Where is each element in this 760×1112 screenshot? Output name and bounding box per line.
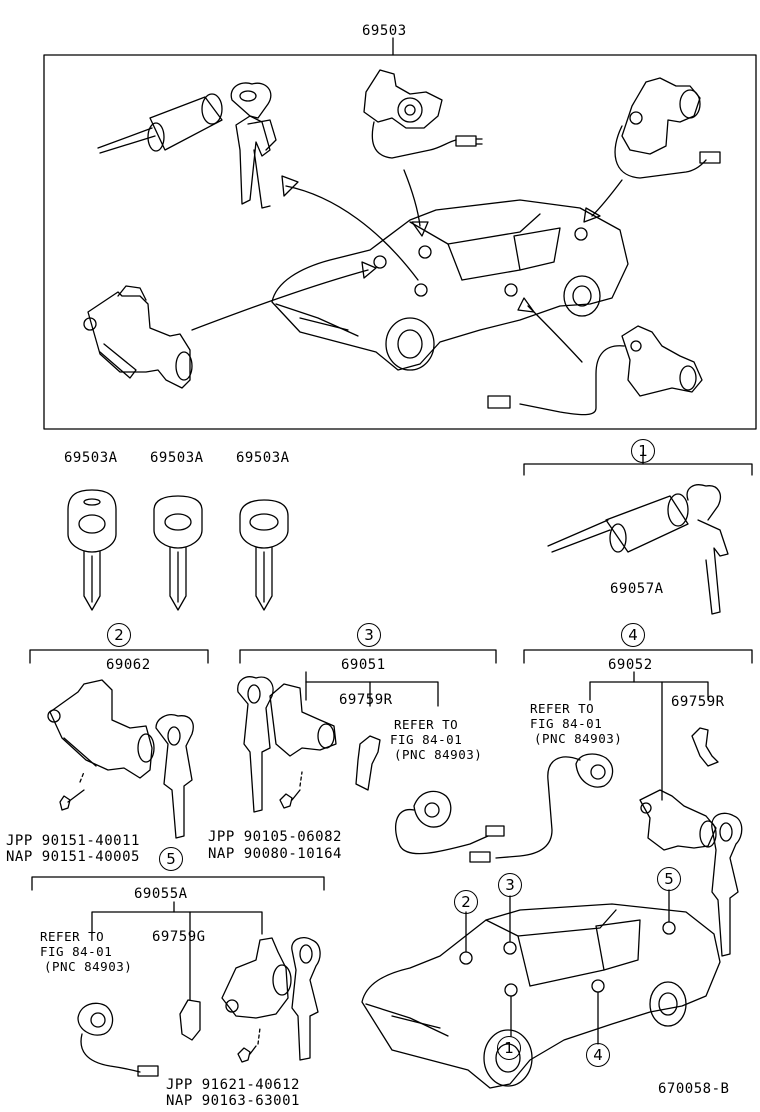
car-illustration-top <box>271 199 629 371</box>
main-assembly-frame <box>43 37 757 430</box>
group5-index-badge: 5 <box>159 847 183 871</box>
group4-refer-line1: REFER TO <box>530 701 595 716</box>
group1-part-number: 69057A <box>610 581 664 597</box>
group3-bracket <box>239 649 497 707</box>
car-callout-2: 2 <box>454 890 478 914</box>
trunk-cylinder-illustration <box>363 69 483 159</box>
key-illustrations <box>67 489 289 611</box>
group1-cylinder-illustration <box>547 484 729 615</box>
group1-index-badge: 1 <box>631 439 655 463</box>
group2-bolt-jpp: JPP 90151-40011 <box>6 833 140 849</box>
group5-refer-line3: (PNC 84903) <box>44 959 133 974</box>
group2-bracket <box>29 649 209 664</box>
ignition-cylinder-illustration <box>97 82 277 209</box>
group5-clip-part-number: 69759G <box>152 929 206 945</box>
key-part-number: 69503A <box>64 450 118 466</box>
group4-part-number: 69052 <box>608 657 653 673</box>
group5-bolt-nap: NAP 90163-63001 <box>166 1093 300 1109</box>
group4-index-badge: 4 <box>621 623 645 647</box>
group2-bolt-nap: NAP 90151-40005 <box>6 849 140 865</box>
group3-refer-line1: REFER TO <box>394 717 459 732</box>
group2-lock-illustration <box>47 679 194 839</box>
group5-refer-line2: FIG 84-01 <box>40 944 113 959</box>
group4-door-lock-illustration <box>639 789 743 957</box>
key-part-number: 69503A <box>236 450 290 466</box>
car-callout-5: 5 <box>657 867 681 891</box>
pointer-arrows <box>191 169 623 363</box>
door-lock-assembly-illustration <box>487 325 703 416</box>
group3-clip-part-number: 69759R <box>339 692 393 708</box>
group4-refer-line2: FIG 84-01 <box>530 716 603 731</box>
lock-assembly-illustration <box>83 285 193 389</box>
group4-refer-line3: (PNC 84903) <box>534 731 623 746</box>
group3-door-cylinder-illustration <box>237 676 505 855</box>
group5-part-number: 69055A <box>134 886 188 902</box>
group4-bracket <box>523 649 753 801</box>
key-part-number: 69503A <box>150 450 204 466</box>
group5-trunk-cylinder-illustration <box>221 936 321 1063</box>
group3-refer-line2: FIG 84-01 <box>390 732 463 747</box>
group2-index-badge: 2 <box>107 623 131 647</box>
group5-refer-line1: REFER TO <box>40 929 105 944</box>
car-callout-1: 1 <box>497 1036 521 1060</box>
group5-bolt-jpp: JPP 91621-40612 <box>166 1077 300 1093</box>
car-illustration-bottom <box>361 889 721 1089</box>
group3-index-badge: 3 <box>357 623 381 647</box>
car-callout-3: 3 <box>498 873 522 897</box>
group4-clip-part-number: 69759R <box>671 694 725 710</box>
group3-refer-line3: (PNC 84903) <box>394 747 483 762</box>
group3-bolt-jpp: JPP 90105-06082 <box>208 829 342 845</box>
figure-id: 670058-B <box>658 1081 730 1097</box>
group2-part-number: 69062 <box>106 657 151 673</box>
group5-switch-illustration <box>77 999 201 1077</box>
group3-bolt-nap: NAP 90080-10164 <box>208 846 342 862</box>
main-assembly-part-number: 69503 <box>362 23 407 39</box>
door-cylinder-illustration <box>614 77 721 179</box>
group5-bracket <box>31 876 325 1001</box>
group4-switch-illustration <box>469 727 719 863</box>
car-callout-4: 4 <box>586 1043 610 1067</box>
group3-part-number: 69051 <box>341 657 386 673</box>
